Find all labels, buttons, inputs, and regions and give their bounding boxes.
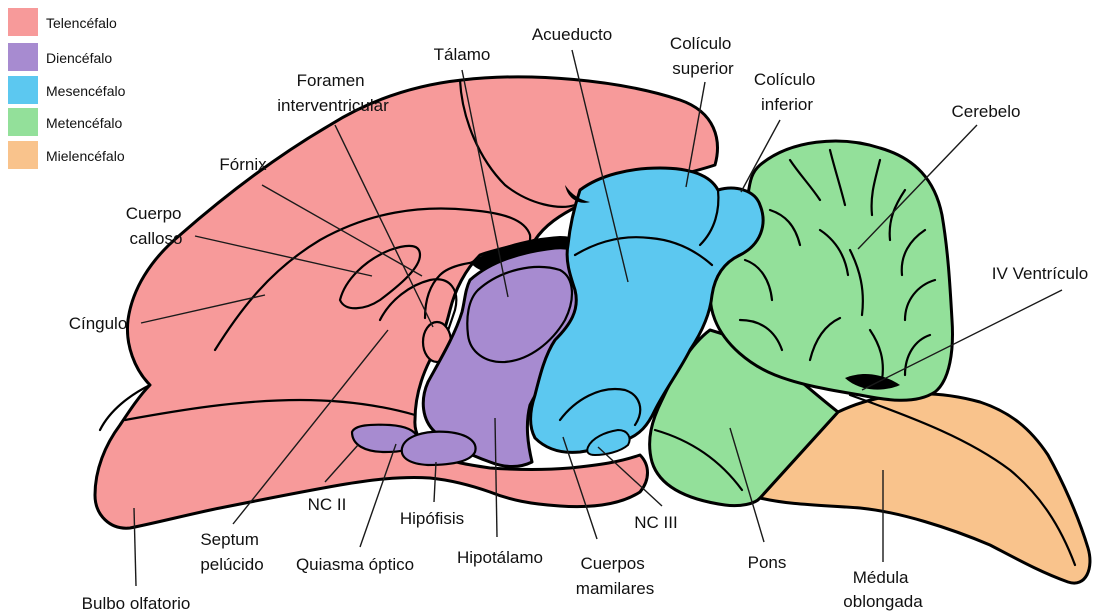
legend-label: Metencéfalo [46, 115, 122, 131]
legend-swatch [8, 76, 38, 104]
label-line: Médula [853, 568, 909, 587]
label-line: Colículo [670, 34, 731, 53]
label-talamo: Tálamo [434, 45, 491, 64]
label-line: Colículo [754, 70, 815, 89]
label-hipofisis: Hipófisis [400, 509, 464, 528]
legend: Telencéfalo Diencéfalo Mesencéfalo Meten… [8, 8, 126, 169]
label-coliculo-inferior: Colículo inferior [754, 70, 820, 114]
label-acueducto: Acueducto [532, 25, 612, 44]
label-line: mamilares [576, 579, 654, 598]
label-nc-iii: NC III [634, 513, 677, 532]
label-cuerpos-mamilares: Cuerpos mamilares [576, 554, 654, 598]
hipofisis-shape [402, 432, 476, 465]
legend-item-diencefalo: Diencéfalo [8, 43, 112, 71]
legend-label: Mielencéfalo [46, 148, 125, 164]
legend-item-mielencefalo: Mielencéfalo [8, 141, 125, 169]
legend-label: Telencéfalo [46, 15, 117, 31]
label-foramen: Foramen interventricular [277, 71, 389, 115]
label-line: interventricular [277, 96, 389, 115]
legend-label: Diencéfalo [46, 50, 112, 66]
label-line: superior [672, 59, 734, 78]
label-line: oblongada [843, 592, 923, 611]
label-line: inferior [761, 95, 813, 114]
legend-swatch [8, 8, 38, 36]
label-cuerpo-calloso: Cuerpo calloso [126, 204, 187, 248]
legend-swatch [8, 43, 38, 71]
label-line: Cuerpos [581, 554, 645, 573]
label-iv-ventriculo: IV Ventrículo [992, 264, 1088, 283]
label-cingulo: Cíngulo [69, 314, 128, 333]
legend-item-mesencefalo: Mesencéfalo [8, 76, 126, 104]
legend-swatch [8, 108, 38, 136]
label-line: Septum [200, 530, 259, 549]
label-pons: Pons [748, 553, 787, 572]
label-quiasma: Quiasma óptico [296, 555, 414, 574]
legend-swatch [8, 141, 38, 169]
label-line: Cuerpo [126, 204, 182, 223]
label-hipotalamo: Hipotálamo [457, 548, 543, 567]
label-nc-ii: NC II [308, 495, 347, 514]
label-medula: Médula oblongada [843, 568, 923, 611]
legend-item-telencefalo: Telencéfalo [8, 8, 117, 36]
legend-item-metencefalo: Metencéfalo [8, 108, 122, 136]
label-line: Foramen [297, 71, 365, 90]
label-cerebelo: Cerebelo [952, 102, 1021, 121]
legend-label: Mesencéfalo [46, 83, 126, 99]
label-line: pelúcido [200, 555, 263, 574]
label-fornix: Fórnix [219, 155, 267, 174]
brain [95, 77, 1090, 583]
label-coliculo-superior: Colículo superior [670, 34, 736, 78]
label-line: calloso [130, 229, 183, 248]
label-bulbo: Bulbo olfatorio [82, 594, 191, 613]
label-septum: Septum pelúcido [200, 530, 263, 574]
